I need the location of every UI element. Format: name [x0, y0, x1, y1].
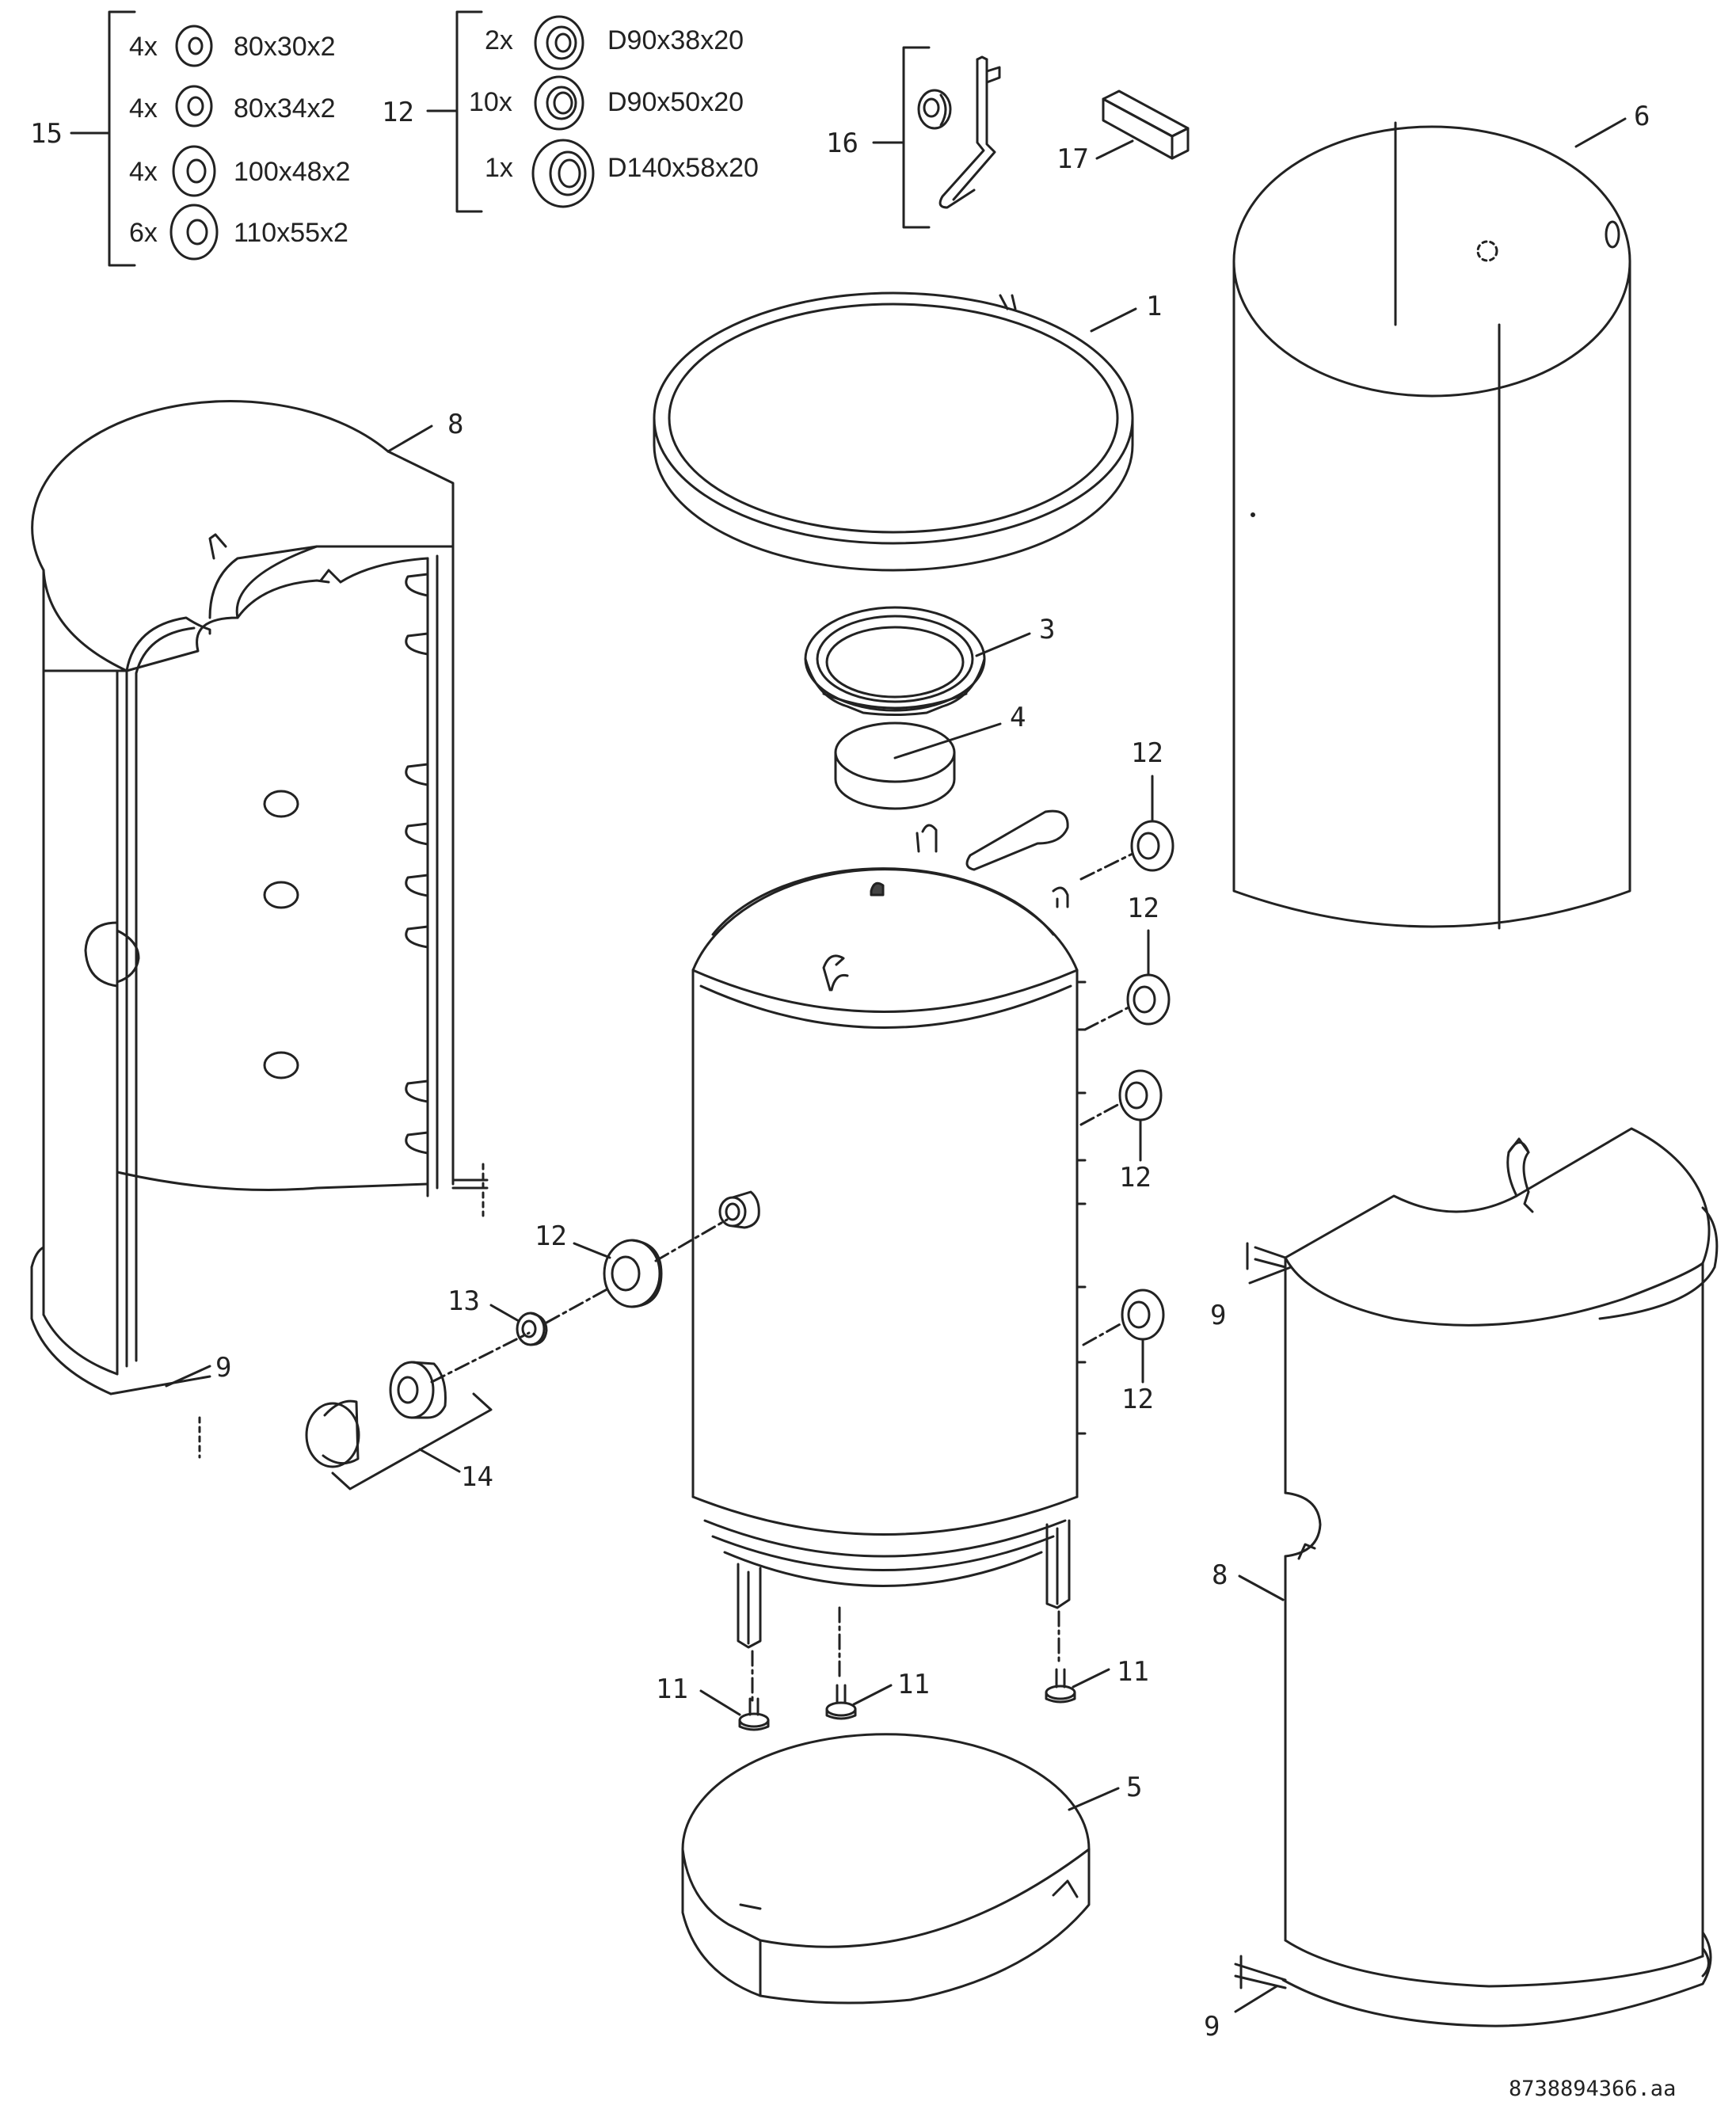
top-ring-side	[653, 417, 1134, 572]
part-9-right-bottom-label: 9	[1204, 2011, 1220, 2043]
kit-15-size-1: 80x30x2	[234, 32, 336, 62]
part-16-bracket-kit: 16	[826, 46, 1001, 229]
part-3-cover: 3	[804, 606, 1055, 716]
insulation-notches	[405, 573, 429, 1155]
insulation-ring-icon	[534, 15, 584, 70]
part-8-right-insulation: 9 9 8	[1204, 1127, 1719, 2043]
part-4-insulation-disc: 4	[834, 702, 1026, 810]
part-11-mid-label: 11	[897, 1669, 930, 1700]
part-17-label: 17	[1056, 143, 1089, 175]
insulation-ring-icon	[534, 75, 584, 131]
top-ring-inner	[668, 303, 1119, 534]
mounting-button-icon	[917, 89, 952, 130]
kit-15-qty-1: 4x	[129, 32, 158, 62]
washer-icon	[175, 25, 213, 67]
part-6-label: 6	[1634, 101, 1650, 132]
tank-foot	[1045, 1519, 1071, 1609]
part-12-r4-label: 12	[1121, 1384, 1154, 1415]
insulation-ring-icon	[531, 139, 595, 208]
part-4-label: 4	[1010, 702, 1026, 733]
insulation-ring-r4: 12	[1082, 1289, 1165, 1415]
part-1-label: 1	[1146, 291, 1162, 322]
insulation-ring-r1: 12	[1079, 737, 1174, 881]
part-11-left-label: 11	[656, 1673, 688, 1705]
kit-15-size-4: 110x55x2	[234, 218, 348, 248]
kit-15-label: 15	[30, 118, 63, 150]
kit-15-size-2: 80x34x2	[234, 93, 336, 124]
part-8-left-label: 8	[447, 409, 463, 440]
kit-12-size-2: D90x50x20	[607, 87, 744, 117]
part-9-right-top-label: 9	[1210, 1300, 1226, 1331]
part-12-r1-label: 12	[1131, 737, 1163, 769]
washer-icon	[169, 204, 219, 261]
part-12-front-label: 12	[535, 1220, 567, 1252]
port-hole	[263, 881, 299, 909]
part-11-foot-mid: 11	[825, 1606, 930, 1720]
kit-15-legend: 15 4x 80x30x2 4x 80x34x2 4x 100x48x2 6x …	[30, 10, 350, 267]
kit-12-size-3: D140x58x20	[607, 153, 759, 183]
kit-12-qty-2: 10x	[469, 87, 512, 117]
kit-15-size-3: 100x48x2	[234, 157, 350, 187]
part-3-leader	[975, 632, 1031, 657]
part-8-left-insulation: 8 9	[30, 400, 489, 1459]
part-5-label: 5	[1126, 1772, 1142, 1803]
kit-15-qty-3: 4x	[129, 157, 158, 187]
kit-15-qty-4: 6x	[129, 218, 158, 248]
part-11-foot-left: 11	[656, 1650, 770, 1731]
insulation-ring-r2: 12	[1083, 893, 1171, 1031]
part-12-r3-label: 12	[1119, 1162, 1152, 1194]
part-8-right-label: 8	[1212, 1559, 1228, 1591]
tank-foot	[737, 1563, 762, 1649]
part-11-foot-right: 11	[1045, 1610, 1149, 1704]
port-hole	[263, 1051, 299, 1079]
kit-15-bracket	[108, 10, 136, 267]
part-16-bracket	[902, 46, 931, 229]
foam-block-end	[1171, 127, 1190, 160]
insulation-ring-front: 12	[535, 1218, 729, 1308]
part-3-label: 3	[1039, 614, 1055, 645]
part-6-outer-jacket: 6	[1232, 101, 1650, 930]
top-fitting	[822, 809, 1069, 992]
kit-12-label: 12	[382, 97, 414, 128]
port-hole	[263, 790, 299, 818]
part-9-left-leader	[165, 1365, 211, 1388]
part-12-r2-label: 12	[1127, 893, 1159, 924]
part-14-label: 14	[461, 1461, 493, 1493]
side-connections	[1075, 980, 1087, 1435]
part-13-plug: 13	[447, 1285, 611, 1346]
kit-12-qty-1: 2x	[485, 25, 513, 55]
part-14-cap-set: 14	[305, 1331, 531, 1493]
storage-tank	[691, 809, 1087, 1649]
washer-icon	[175, 85, 213, 128]
part-8-left-leader	[386, 425, 433, 453]
part-6-leader	[1574, 117, 1627, 148]
kit-12-size-1: D90x38x20	[607, 25, 744, 55]
part-8-right-leader	[1238, 1574, 1285, 1601]
foam-block-top	[1102, 89, 1190, 138]
front-socket	[718, 1190, 760, 1229]
part-9-left-label: 9	[215, 1352, 231, 1384]
bracket-hook-icon	[938, 55, 1001, 209]
part-1-top-ring: 1	[653, 291, 1162, 572]
part-5-leader	[1068, 1787, 1120, 1811]
part-13-label: 13	[447, 1285, 480, 1317]
part-17-leader	[1095, 139, 1134, 160]
part-4-leader	[893, 722, 1002, 760]
part-5-bottom-insulation: 5	[681, 1733, 1142, 2004]
kit-12-qty-3: 1x	[485, 153, 513, 183]
insulation-cutout	[1506, 1137, 1534, 1213]
part-1-leader	[1090, 307, 1137, 333]
insulation-ring-r3: 12	[1079, 1069, 1163, 1194]
part-17-foam-block: 17	[1056, 89, 1190, 175]
kit-12-legend: 12 2x D90x38x20 10x D90x50x20 1x D140x58…	[382, 10, 759, 213]
kit-15-qty-2: 4x	[129, 93, 158, 124]
washer-icon	[172, 145, 216, 197]
document-number: 8738894366.aa	[1509, 2077, 1676, 2101]
part-11-right-label: 11	[1117, 1656, 1149, 1688]
part-16-label: 16	[826, 128, 858, 159]
top-ring-outer	[653, 291, 1134, 545]
